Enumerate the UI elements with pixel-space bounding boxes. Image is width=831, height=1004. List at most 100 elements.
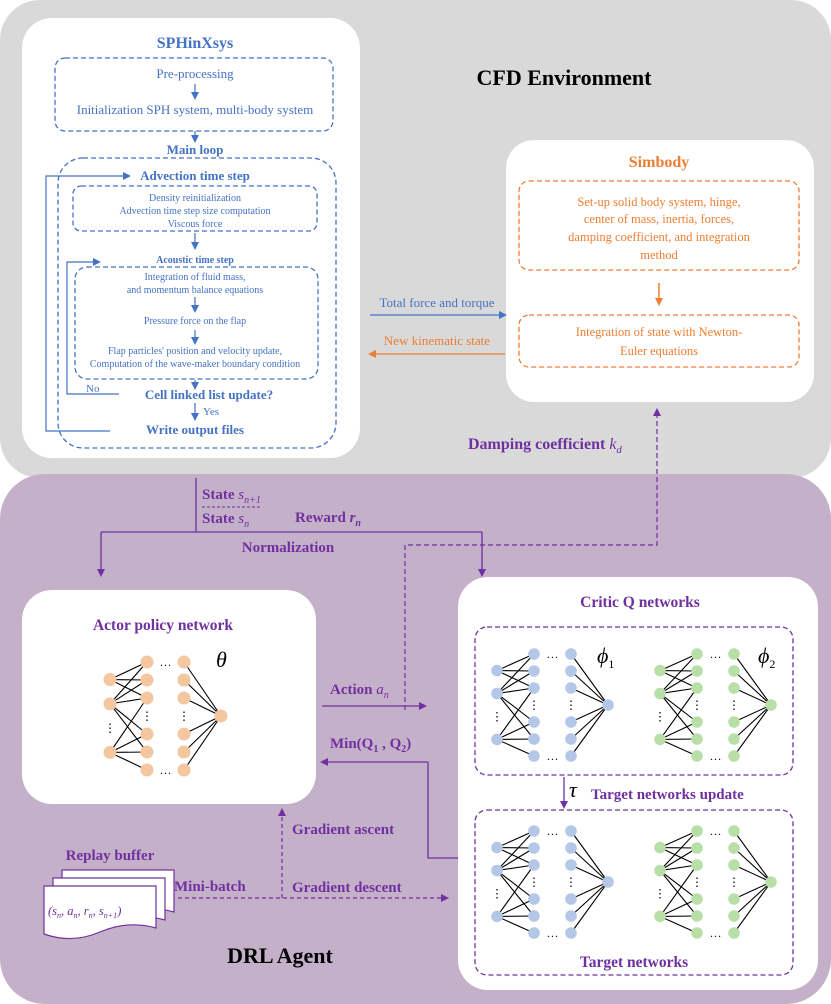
theta-symbol: θ [216, 647, 227, 672]
setup-line-3: damping coefficient, and integration [568, 230, 750, 244]
min-q-label: Min(Q1 , Q2) [330, 736, 411, 755]
network-node [765, 876, 777, 888]
network-edge [496, 693, 535, 723]
network-node [491, 864, 503, 877]
ellipsis-mark: … [547, 926, 559, 940]
drl-title: DRL Agent [227, 943, 333, 968]
network-edge [570, 830, 609, 883]
setup-line-2: center of mass, inertia, forces, [584, 212, 734, 226]
actor-network: ⋮⋮⋮…… [103, 655, 228, 777]
normalization-label: Normalization [242, 540, 335, 556]
flap-line-1: Flap particles' position and velocity up… [108, 346, 282, 357]
network-node [654, 864, 666, 877]
network-node [691, 682, 703, 694]
ellipsis-mark: ⋮ [141, 709, 153, 723]
network-edge [659, 653, 698, 694]
network-edge [109, 733, 148, 753]
network-edge [570, 881, 609, 917]
network-edge [733, 704, 772, 740]
network-edge [659, 870, 698, 917]
simbody-integration-group [518, 314, 800, 368]
network-edge [496, 830, 535, 849]
ellipsis-mark: ⋮ [528, 698, 540, 712]
network-edge [570, 704, 609, 757]
ellipsis-mark: ⋮ [491, 709, 503, 723]
ellipsis-mark: ⋮ [691, 698, 703, 712]
network-node [177, 727, 191, 741]
initialization-label: Initialization SPH system, multi-body sy… [77, 102, 314, 117]
network-edge [183, 715, 222, 753]
network-node [654, 733, 666, 746]
simbody-setup-group [518, 180, 800, 271]
replay-buffer-stack: (sn, an, rn, sn+1) [43, 869, 175, 940]
pressure-label: Pressure force on the flap [144, 316, 246, 327]
ellipsis-mark: … [710, 749, 722, 763]
ellipsis-mark: … [547, 824, 559, 838]
acoustic-title: Acoustic time step [156, 255, 234, 266]
preprocessing-label: Pre-processing [156, 66, 234, 81]
advection-line-1: Density reinitialization [149, 193, 241, 204]
network-edge [183, 715, 222, 771]
network-node [140, 763, 154, 777]
network-edge [496, 898, 535, 917]
integration-line-2: Euler equations [620, 344, 698, 358]
network-edge [496, 721, 535, 740]
network-node [691, 665, 703, 677]
network-edge [496, 870, 535, 900]
network-edge [733, 704, 772, 757]
simbody-title: Simbody [629, 154, 689, 171]
network-node [691, 927, 703, 939]
ellipsis-mark: ⋮ [654, 886, 666, 900]
target-update-label: Target networks update [591, 787, 744, 803]
phi1-symbol: ϕ1 [597, 643, 614, 671]
network-edge [659, 693, 698, 723]
network-node [602, 876, 614, 888]
ellipsis-mark: ⋮ [491, 886, 503, 900]
network-node [728, 910, 740, 922]
network-edge [109, 661, 148, 681]
network-node [565, 733, 577, 745]
sphinxsys-title: SPHinXsys [157, 35, 233, 52]
setup-line-1: Set-up solid body system, hinge, [577, 195, 740, 209]
no-label: No [86, 383, 100, 395]
network-node [691, 910, 703, 922]
network-node [728, 750, 740, 762]
ellipsis-mark: ⋮ [728, 698, 740, 712]
network-node [528, 910, 540, 922]
network-node [691, 859, 703, 871]
network-edge [496, 670, 535, 689]
network-node [654, 687, 666, 700]
reward-label: Reward rn [295, 510, 361, 529]
critic-title: Critic Q networks [580, 594, 700, 611]
network-edge [733, 687, 772, 706]
network-node [177, 691, 191, 705]
network-edge [659, 721, 698, 740]
network-node [654, 910, 666, 923]
replay-buffer-label: Replay buffer [66, 848, 155, 864]
network-edge [659, 653, 698, 672]
acoustic-line-2: and momentum balance equations [127, 285, 263, 296]
network-edge [496, 915, 535, 934]
network-node [528, 750, 540, 762]
network-node [103, 745, 117, 759]
network-edge [570, 847, 609, 883]
network-node [691, 825, 703, 837]
critic-network-2: ⋮⋮⋮…… [654, 647, 777, 763]
network-node [491, 733, 503, 746]
advection-title: Advection time step [140, 168, 250, 183]
network-node [565, 750, 577, 762]
network-edge [109, 697, 148, 753]
network-node [565, 648, 577, 660]
network-edge [496, 687, 535, 695]
ellipsis-mark: … [547, 749, 559, 763]
network-edge [496, 870, 535, 917]
network-edge [109, 661, 148, 705]
network-edge [496, 653, 535, 694]
network-edge [570, 670, 609, 706]
network-edge [183, 679, 222, 717]
acoustic-line-1: Integration of fluid mass, [144, 272, 245, 283]
main-loop-label: Main loop [167, 142, 224, 157]
network-edge [659, 693, 698, 740]
cell-list-label: Cell linked list update? [145, 387, 273, 402]
